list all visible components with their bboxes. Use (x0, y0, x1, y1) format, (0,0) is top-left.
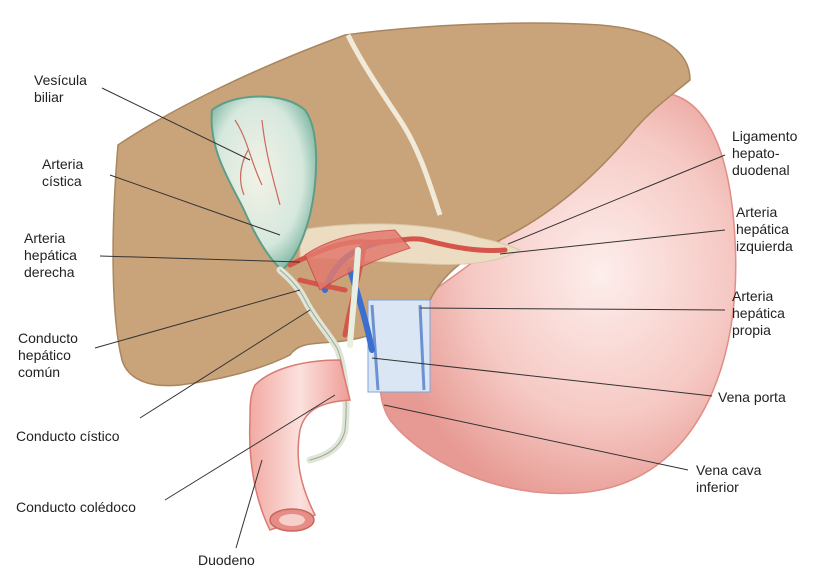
label-arteria-hepatica-derecha: Arteria hepática derecha (24, 230, 77, 281)
duodenum-lumen (279, 514, 305, 526)
label-arteria-hepatica-propia: Arteria hepática propia (732, 288, 785, 339)
label-arteria-hepatica-izquierda: Arteria hepática izquierda (736, 204, 793, 255)
label-vesicula-biliar: Vesícula biliar (34, 72, 87, 106)
label-duodeno: Duodeno (198, 552, 255, 569)
label-conducto-hepatico-comun: Conducto hepático común (18, 330, 78, 381)
label-vena-porta: Vena porta (718, 389, 786, 406)
label-vena-cava-inferior: Vena cava inferior (696, 462, 761, 496)
label-arteria-cistica: Arteria cística (42, 156, 83, 190)
label-conducto-coledoco: Conducto colédoco (16, 499, 136, 516)
leader-duodeno (236, 460, 262, 548)
label-conducto-cistico: Conducto cístico (16, 428, 120, 445)
label-ligamento-hepatoduodenal: Ligamento hepato- duodenal (732, 128, 797, 179)
